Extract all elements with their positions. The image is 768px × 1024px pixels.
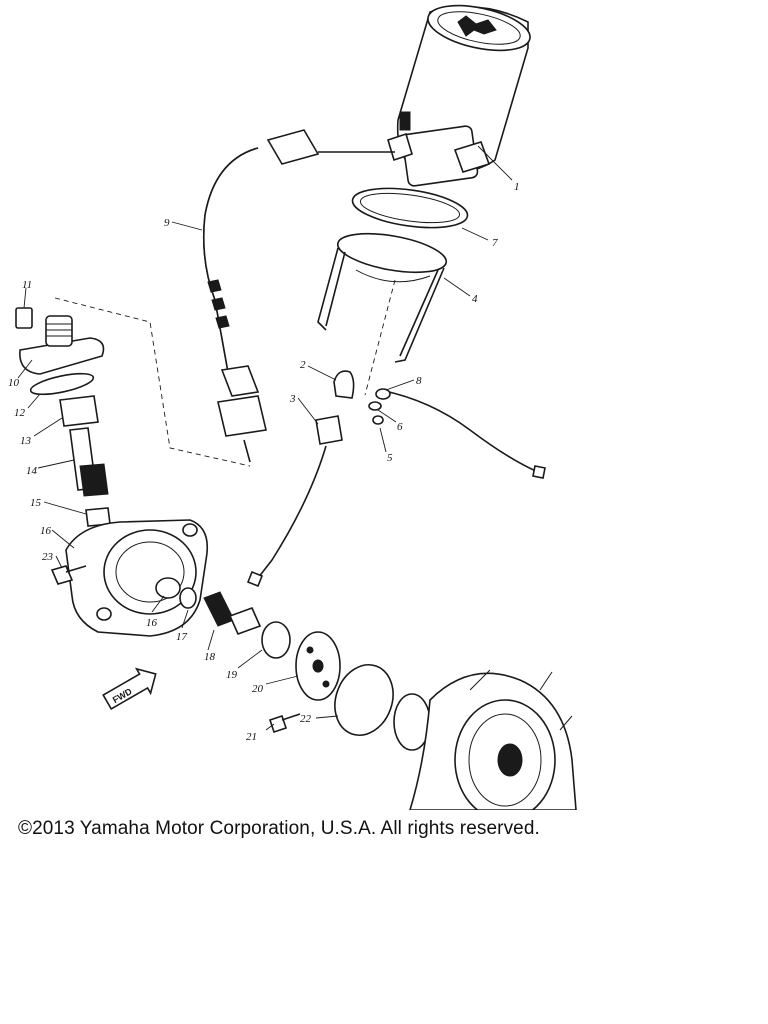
copyright-notice: ©2013 Yamaha Motor Corporation, U.S.A. A…	[18, 818, 540, 839]
callout-16b: 16	[146, 617, 158, 629]
callout-18: 18	[204, 651, 216, 663]
bracket-part-4	[317, 232, 448, 363]
callout-20: 20	[252, 683, 264, 695]
callout-4: 4	[472, 293, 478, 305]
callout-12: 12	[14, 407, 26, 419]
speedometer-cable-part-9	[202, 129, 395, 463]
fwd-direction-marker: FWD	[102, 667, 157, 711]
callout-2: 2	[300, 359, 306, 371]
reference-line-left	[54, 297, 251, 467]
reference-line-center	[364, 279, 396, 396]
callout-6: 6	[397, 421, 403, 433]
callout-10: 10	[8, 377, 20, 389]
callout-15: 15	[30, 497, 42, 509]
ring-part-7	[351, 187, 469, 229]
wheel-hub	[393, 669, 577, 810]
callout-5: 5	[387, 452, 393, 464]
callout-23: 23	[42, 551, 54, 563]
drive-train-parts	[179, 587, 394, 736]
callout-labels: 1 2 3 4 5 6 7 8 9 10 11 12 13 14 15 16 1…	[8, 181, 520, 743]
callout-17: 17	[176, 631, 188, 643]
callout-3: 3	[289, 393, 296, 405]
wire-harness	[368, 388, 546, 479]
callout-22: 22	[300, 713, 312, 725]
speedometer-assembly	[387, 4, 531, 187]
callout-1: 1	[514, 181, 520, 193]
callout-7: 7	[492, 237, 498, 249]
exploded-parts-diagram: FWD 1 2 3 4 5 6 7 8 9	[8, 4, 577, 810]
callout-8: 8	[416, 375, 422, 387]
drive-gear-stack	[15, 307, 111, 527]
callout-13: 13	[20, 435, 32, 447]
callout-16: 16	[40, 525, 52, 537]
callout-19: 19	[226, 669, 238, 681]
bulb-and-socket	[246, 370, 355, 588]
gear-housing-part-16	[50, 519, 209, 637]
callout-14: 14	[26, 465, 38, 477]
callout-21: 21	[246, 731, 257, 743]
callout-9: 9	[164, 217, 170, 229]
leader-lines	[17, 145, 513, 731]
callout-11: 11	[22, 279, 32, 291]
